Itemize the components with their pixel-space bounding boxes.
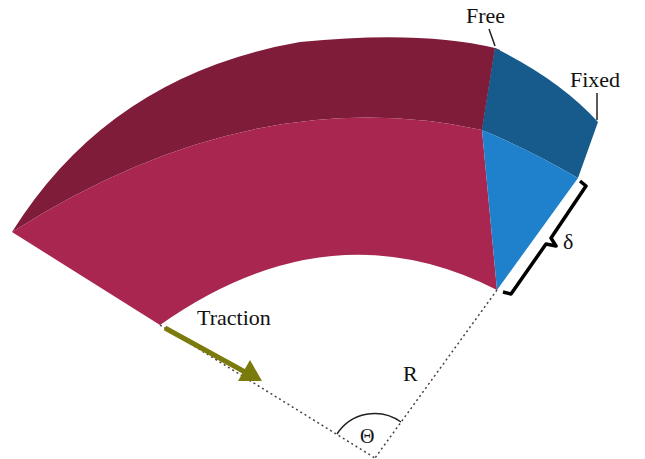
delta-brace bbox=[503, 181, 586, 294]
label-text: Free bbox=[466, 4, 505, 28]
label-text: Θ bbox=[360, 425, 374, 447]
front-face bbox=[12, 118, 497, 325]
leader-line bbox=[596, 93, 598, 120]
traction-arrowhead bbox=[238, 360, 262, 381]
label-text: δ bbox=[563, 230, 573, 254]
leader-line bbox=[489, 29, 495, 46]
radius-line bbox=[375, 290, 497, 458]
label-text: R bbox=[403, 362, 418, 386]
label-text: Fixed bbox=[570, 68, 620, 92]
traction-arrow bbox=[165, 328, 245, 372]
label-text: Traction bbox=[197, 306, 271, 330]
radius-line bbox=[160, 325, 375, 458]
